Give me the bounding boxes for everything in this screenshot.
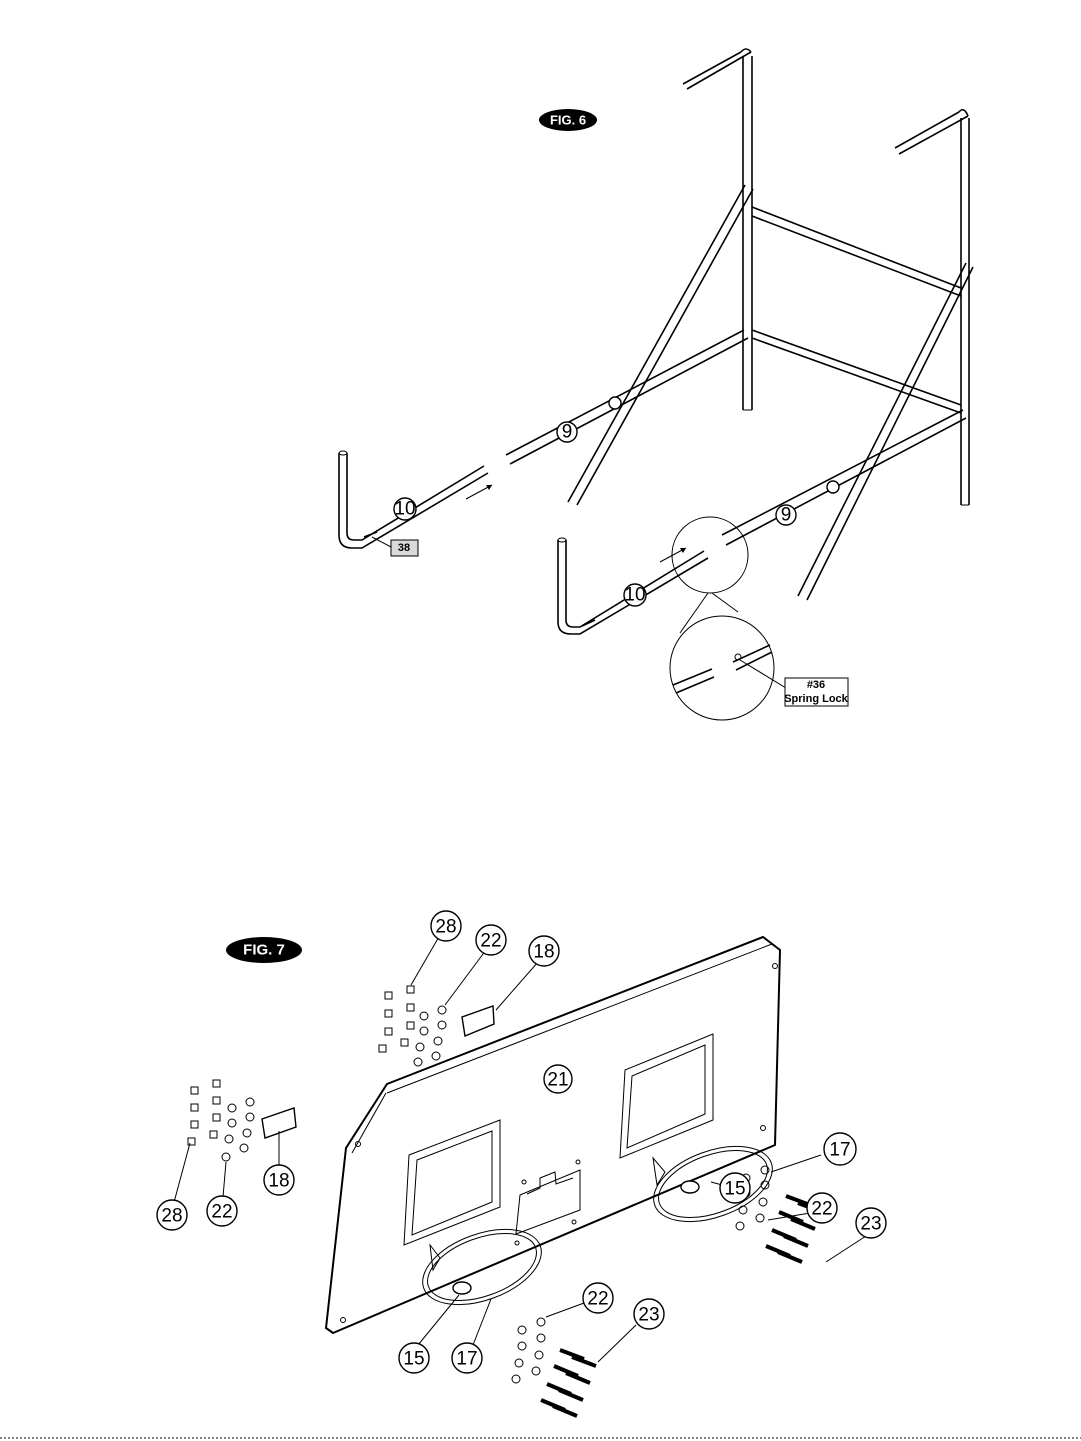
- callout-washer-bottom: 22: [583, 1283, 613, 1313]
- callout-washer-right: 22: [807, 1193, 837, 1223]
- callout-washer-bottom-label: 22: [587, 1289, 608, 1310]
- callout-tube-9-left: 9: [557, 422, 577, 443]
- callout-washer-right-label: 22: [811, 1199, 832, 1220]
- callout-tube-9-right-label: 9: [781, 505, 792, 526]
- callout-top-washer-label: 22: [480, 931, 501, 952]
- fig6-title: FIG. 6: [550, 113, 586, 128]
- callout-tube-9-right: 9: [776, 505, 796, 526]
- callout-top-plate-label: 18: [533, 942, 554, 963]
- figure-7: FIG. 7: [157, 911, 886, 1416]
- figure-6: FIG. 6: [339, 49, 973, 720]
- callout-top-plate: 18: [529, 936, 559, 966]
- callout-tube-10-left: 10: [394, 498, 416, 520]
- callout-backboard-label: 21: [547, 1070, 568, 1091]
- callout-left-nut: 28: [157, 1200, 187, 1230]
- callout-net-ring-right-label: 15: [724, 1179, 745, 1200]
- part-38-label-box: 38: [372, 537, 418, 556]
- callout-rim-right-label: 17: [829, 1140, 850, 1161]
- spring-lock-label-box: #36 Spring Lock: [784, 678, 848, 706]
- hardware-bottom-group: [512, 1318, 596, 1416]
- callout-top-nut: 28: [431, 911, 461, 941]
- callout-left-washer: 22: [207, 1196, 237, 1226]
- fig7-title: FIG. 7: [243, 942, 285, 959]
- callout-net-ring-left-label: 15: [403, 1349, 424, 1370]
- callout-bolt-right: 23: [856, 1208, 886, 1238]
- callout-left-nut-label: 28: [161, 1206, 182, 1227]
- backboard: [326, 937, 780, 1333]
- callout-bolt-bottom: 23: [634, 1299, 664, 1329]
- part-38-label: 38: [398, 542, 410, 554]
- callout-backboard: 21: [544, 1065, 572, 1093]
- callout-tube-10-left-label: 10: [394, 499, 415, 520]
- spring-lock-name: Spring Lock: [784, 693, 848, 705]
- callout-left-plate-label: 18: [268, 1171, 289, 1192]
- callout-bolt-bottom-label: 23: [638, 1305, 659, 1326]
- callout-net-ring-right: 15: [720, 1173, 750, 1203]
- spring-lock-part-number: #36: [807, 679, 825, 691]
- callout-top-nut-label: 28: [435, 917, 456, 938]
- callout-rim-left-label: 17: [456, 1349, 477, 1370]
- callout-tube-10-right-label: 10: [624, 585, 645, 606]
- callout-tube-9-left-label: 9: [562, 422, 573, 443]
- callout-bolt-right-label: 23: [860, 1214, 881, 1235]
- callout-rim-right: 17: [824, 1133, 856, 1165]
- callout-tube-10-right: 10: [624, 584, 646, 606]
- fig6-title-badge: FIG. 6: [539, 109, 597, 131]
- callout-top-washer: 22: [476, 925, 506, 955]
- fig7-title-badge: FIG. 7: [226, 937, 302, 963]
- hardware-left-group: [188, 1080, 296, 1161]
- goal-frame: [339, 49, 973, 720]
- callout-left-plate: 18: [264, 1165, 294, 1195]
- callout-rim-left: 17: [452, 1343, 482, 1373]
- callout-left-washer-label: 22: [211, 1202, 232, 1223]
- callout-net-ring-left: 15: [399, 1343, 429, 1373]
